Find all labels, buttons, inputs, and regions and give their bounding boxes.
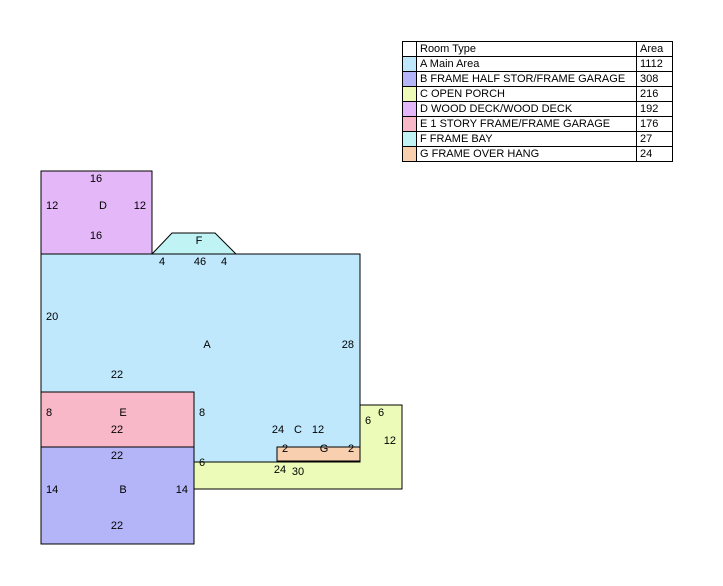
legend-header-row: Room Type Area [402,41,673,57]
dim-b-top: 22 [111,450,123,462]
legend-row: F FRAME BAY 27 [402,131,673,147]
legend-area: 27 [636,131,673,147]
dim-c-right: 12 [384,435,396,447]
legend-area: 1112 [636,56,673,72]
legend-row: G FRAME OVER HANG 24 [402,146,673,162]
legend-swatch [402,116,417,132]
room-d-wood-deck [40,170,153,255]
dim-c-topside: 6 [378,407,384,419]
dim-d-right: 12 [134,200,146,212]
legend-swatch [402,86,417,102]
legend-area: 176 [636,116,673,132]
legend-header-room-type: Room Type [416,41,637,57]
dim-c-leftside: 6 [199,457,205,469]
dim-c-top: 6 [365,415,371,427]
dim-e-bottom: 22 [111,424,123,436]
dim-b-right: 14 [176,484,188,496]
room-f-label: F [196,235,203,247]
dim-g-right: 2 [348,443,354,455]
room-e-one-story-frame [40,391,195,448]
legend-room-type: F FRAME BAY [416,131,637,147]
dim-d-top: 16 [90,173,102,185]
dim-a-bottom: 22 [111,369,123,381]
legend-room-type: A Main Area [416,56,637,72]
legend-room-type: D WOOD DECK/WOOD DECK [416,101,637,117]
legend-room-type: B FRAME HALF STOR/FRAME GARAGE [416,71,637,87]
room-legend-table: Room Type Area A Main Area 1112 B FRAME … [402,41,673,162]
legend-row: B FRAME HALF STOR/FRAME GARAGE 308 [402,71,673,87]
legend-swatch [402,131,417,147]
legend-row: A Main Area 1112 [402,56,673,72]
room-a-label: A [203,339,211,351]
legend-room-type: G FRAME OVER HANG [416,146,637,162]
legend-row: C OPEN PORCH 216 [402,86,673,102]
room-e-label: E [119,407,126,419]
legend-room-type: C OPEN PORCH [416,86,637,102]
dim-f-mid: 46 [194,256,206,268]
dim-f-left: 4 [159,256,165,268]
dim-a-right: 28 [342,339,354,351]
room-f-frame-bay [150,232,238,255]
dim-d-bottom: 16 [90,230,102,242]
dim-c-bottom: 30 [292,466,304,478]
dim-f-right: 4 [221,256,227,268]
legend-room-type: E 1 STORY FRAME/FRAME GARAGE [416,116,637,132]
legend-header-swatch [402,41,417,57]
dim-g-left: 2 [282,443,288,455]
room-b-frame-half-story [40,446,195,545]
room-g-frame-over-hang [276,446,361,462]
dim-b-bottom: 22 [111,520,123,532]
legend-row: E 1 STORY FRAME/FRAME GARAGE 176 [402,116,673,132]
legend-area: 216 [636,86,673,102]
legend-row: D WOOD DECK/WOOD DECK 192 [402,101,673,117]
legend-area: 24 [636,146,673,162]
legend-area: 308 [636,71,673,87]
legend-area: 192 [636,101,673,117]
room-c-label: C [294,424,302,436]
room-g-label: G [320,443,329,455]
dim-b-left: 14 [46,484,58,496]
dim-e-left: 8 [46,407,52,419]
room-b-label: B [119,484,126,496]
dim-c-mid: 12 [312,424,324,436]
dim-d-left: 12 [46,200,58,212]
legend-swatch [402,56,417,72]
dim-c-left: 24 [272,424,284,436]
legend-swatch [402,101,417,117]
dim-c-bottom-left: 24 [274,464,286,476]
dim-e-right: 8 [199,407,205,419]
legend-swatch [402,71,417,87]
room-d-label: D [99,200,107,212]
legend-swatch [402,146,417,162]
dim-a-left: 20 [46,311,58,323]
legend-header-area: Area [636,41,673,57]
